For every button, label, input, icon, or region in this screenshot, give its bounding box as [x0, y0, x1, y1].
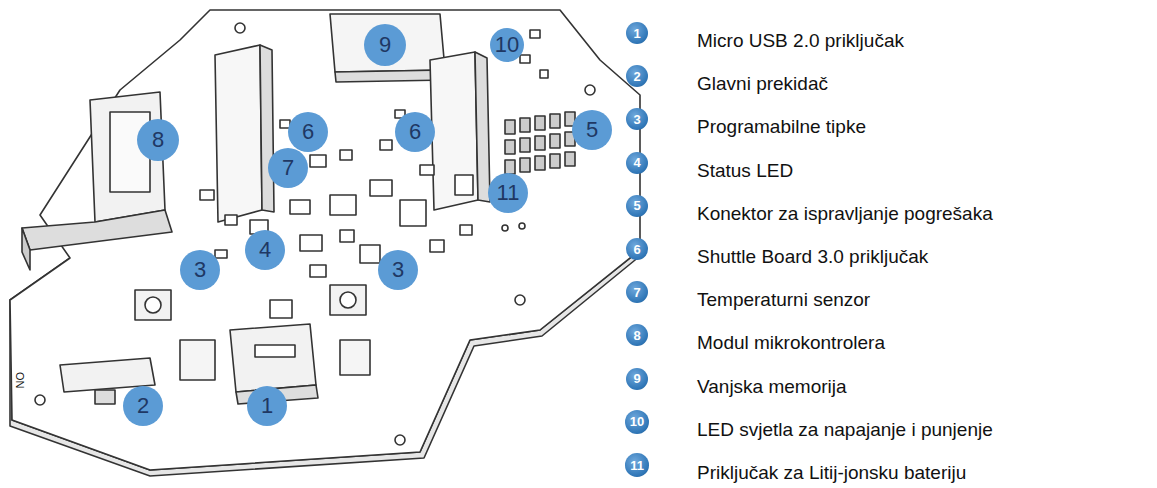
callout-number-text: 8 [633, 329, 640, 342]
board-top [10, 10, 640, 470]
callout-number-text: 10 [630, 415, 644, 428]
callout-number-text: 7 [633, 286, 640, 299]
legend-number-circle: 11 [625, 453, 649, 477]
callout-number: 8 [137, 119, 179, 161]
callout-number-text: 5 [633, 199, 640, 212]
callout-number-text: 4 [259, 239, 271, 261]
legend-number-circle: 2 [626, 65, 648, 87]
callout-number: 2 [123, 386, 163, 426]
legend-number-circle: 5 [626, 195, 648, 217]
callout-number-text: 2 [633, 70, 640, 83]
callout-number: 10 [490, 28, 524, 62]
callout-number-text: 10 [495, 34, 519, 56]
legend-number-circle: 9 [626, 368, 648, 390]
callout-number: 1 [247, 386, 287, 426]
callout-number: 4 [245, 230, 285, 270]
callout-number-text: 11 [630, 459, 644, 472]
callout-number-text: 6 [409, 121, 421, 143]
callout-number: 5 [572, 110, 612, 150]
callout-number: 6 [395, 112, 435, 152]
callout-number-text: 8 [152, 129, 164, 151]
legend-description: Glavni prekidač [697, 74, 828, 95]
legend-number-circle: 6 [626, 238, 648, 260]
callout-number-text: 2 [137, 395, 149, 417]
callout-number-text: 1 [633, 27, 640, 40]
callout-number-text: 11 [497, 182, 520, 204]
legend-description: LED svjetla za napajanje i punjenje [697, 420, 993, 441]
callout-number: 3 [180, 250, 220, 290]
callout-number-text: 3 [633, 113, 640, 126]
callout-number: 11 [488, 173, 528, 213]
callout-number-text: 3 [194, 259, 206, 281]
legend-description: Temperaturni senzor [697, 290, 870, 311]
legend-number-circle: 10 [625, 410, 649, 434]
legend-description: Priključak za Litij-jonsku bateriju [697, 463, 966, 484]
legend-description: Micro USB 2.0 priključak [697, 31, 904, 52]
legend-description: Status LED [697, 161, 793, 182]
legend-description: Vanjska memorija [697, 377, 847, 398]
callout-number-text: 4 [633, 156, 640, 169]
callout-number-text: 6 [633, 243, 640, 256]
legend-number-circle: 8 [626, 324, 648, 346]
callout-number-text: 3 [392, 259, 404, 281]
legend-number-circle: 3 [626, 108, 648, 130]
legend-description: Shuttle Board 3.0 priključak [697, 247, 928, 268]
legend-number-circle: 7 [626, 281, 648, 303]
callout-number: 3 [378, 250, 418, 290]
legend-description: Programabilne tipke [697, 117, 866, 138]
callout-number: 6 [288, 112, 328, 152]
legend-description: Konektor za ispravljanje pogrešaka [697, 204, 993, 225]
legend-number-circle: 4 [626, 152, 648, 174]
callout-number-text: 6 [302, 121, 314, 143]
switch-marking: ON [14, 372, 26, 389]
callout-number-text: 7 [282, 157, 294, 179]
callout-number: 9 [364, 24, 406, 66]
callout-number-text: 9 [633, 372, 640, 385]
callout-number: 7 [268, 148, 308, 188]
callout-number-text: 9 [379, 34, 391, 56]
callout-number-text: 1 [261, 395, 273, 417]
legend-description: Modul mikrokontrolera [697, 333, 885, 354]
legend-number-circle: 1 [626, 22, 648, 44]
callout-number-text: 5 [586, 119, 598, 141]
